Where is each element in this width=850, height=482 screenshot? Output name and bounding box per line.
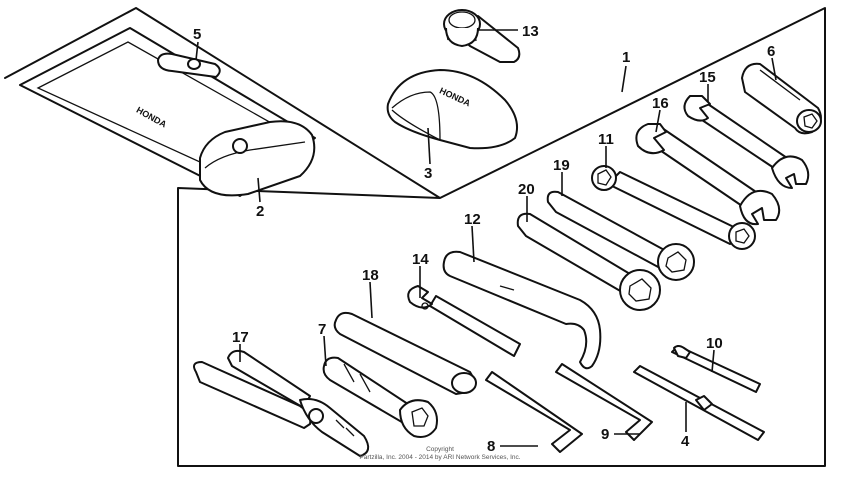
open-end-wrench-large [635, 123, 781, 226]
label-part-17: 17 [232, 329, 249, 346]
gauge-tool [443, 9, 521, 63]
screwdriver-shaft-upper [671, 345, 761, 393]
hex-box-wrench [546, 190, 695, 281]
tool-pouch: HONDA [19, 27, 316, 197]
part-labels: 1 2 3 4 5 6 7 8 9 10 11 12 13 14 15 16 1… [193, 23, 775, 455]
copyright-line-1: Copyright [426, 446, 454, 453]
pliers [193, 349, 370, 457]
label-part-3: 3 [424, 165, 432, 182]
copyright-notice: Copyright Partzilla, Inc. 2004 - 2014 by… [330, 446, 550, 462]
spark-plug-wrench [322, 356, 438, 438]
label-part-8: 8 [487, 438, 495, 455]
screwdriver-handle [333, 311, 477, 395]
copyright-line-2: Partzilla, Inc. 2004 - 2014 by ARI Netwo… [359, 454, 521, 461]
hex-key-small [555, 363, 653, 441]
box-wrench [591, 165, 756, 250]
screwdriver-shaft-lower [633, 365, 765, 441]
label-part-6: 6 [767, 43, 775, 60]
label-part-10: 10 [706, 335, 723, 352]
pouch-strap [157, 52, 221, 78]
label-part-13: 13 [522, 23, 539, 40]
box-socket [741, 62, 822, 135]
label-part-9: 9 [601, 426, 609, 443]
label-part-20: 20 [518, 181, 535, 198]
label-part-11: 11 [598, 131, 614, 148]
hex-key-large [485, 371, 583, 453]
leader-lines [195, 29, 777, 447]
label-part-7: 7 [318, 321, 326, 338]
hex-box-wrench-lower [516, 212, 661, 311]
label-part-2: 2 [256, 203, 264, 220]
open-end-wrench-small [683, 95, 810, 189]
pin-spanner [442, 250, 602, 370]
label-part-12: 12 [464, 211, 481, 228]
label-part-19: 19 [553, 157, 570, 174]
frame-outline [4, 7, 826, 467]
label-part-15: 15 [699, 69, 716, 86]
label-part-14: 14 [412, 251, 429, 268]
label-part-18: 18 [362, 267, 379, 284]
label-part-5: 5 [193, 26, 201, 43]
label-part-1: 1 [622, 49, 630, 66]
label-part-4: 4 [681, 433, 690, 450]
label-part-16: 16 [652, 95, 669, 112]
tool-cover: HONDA [386, 69, 518, 150]
